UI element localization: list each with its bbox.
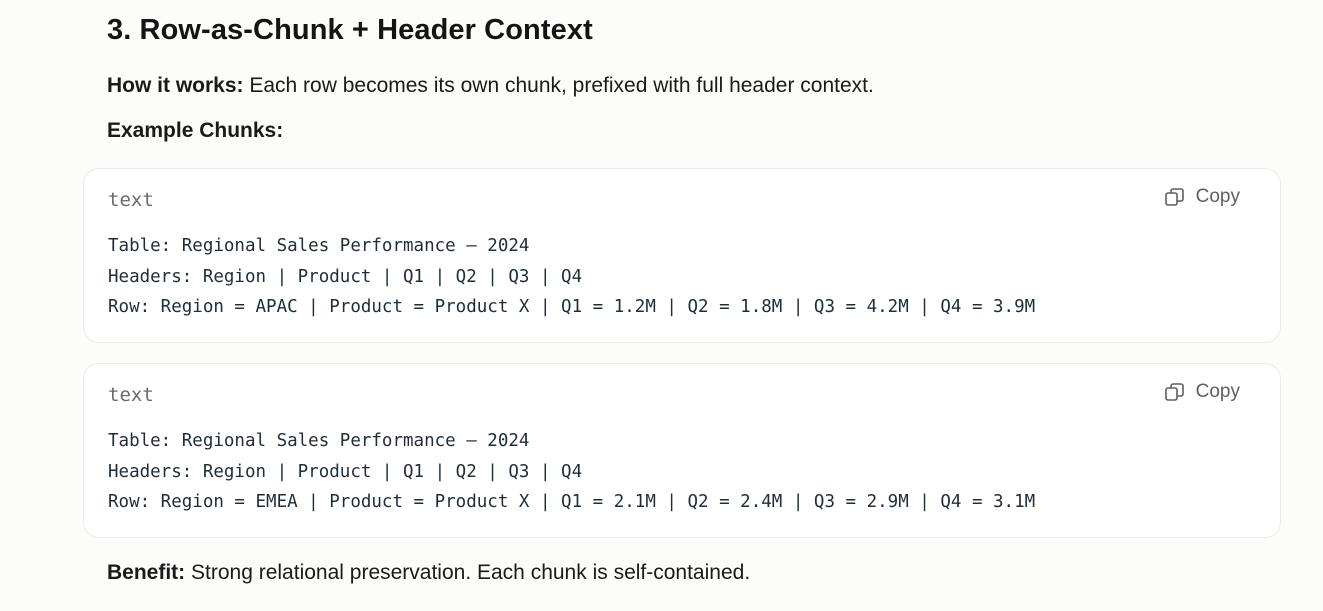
code-language-label: text [108,189,154,211]
code-content: Table: Regional Sales Performance – 2024… [108,231,1035,323]
how-it-works-paragraph: How it works: Each row becomes its own c… [107,72,874,100]
copy-button[interactable]: Copy [1164,381,1240,403]
code-content: Table: Regional Sales Performance – 2024… [108,426,1035,518]
copy-icon [1164,186,1186,208]
code-line: Row: Region = APAC | Product = Product X… [108,297,1036,317]
example-chunks-label: Example Chunks: [107,119,284,142]
benefit-label: Benefit: [107,561,186,584]
code-line: Headers: Region | Product | Q1 | Q2 | Q3… [108,266,583,287]
code-line: Table: Regional Sales Performance – 2024 [108,431,530,451]
code-line: Headers: Region | Product | Q1 | Q2 | Q3… [108,461,583,482]
code-line: Row: Region = EMEA | Product = Product X… [108,492,1036,512]
example-chunks-heading: Example Chunks: [107,117,283,145]
section-heading: 3. Row-as-Chunk + Header Context [107,14,593,46]
code-language-label: text [108,384,154,406]
how-it-works-text: Each row becomes its own chunk, prefixed… [243,74,874,97]
benefit-text: Strong relational preservation. Each chu… [185,561,751,584]
code-block: text Copy Table: Regional Sales Performa… [83,168,1281,343]
copy-icon [1164,381,1186,403]
benefit-paragraph: Benefit: Strong relational preservation.… [107,559,750,587]
copy-label: Copy [1195,381,1240,402]
code-block: text Copy Table: Regional Sales Performa… [83,363,1281,538]
copy-button[interactable]: Copy [1164,186,1240,208]
how-it-works-label: How it works: [107,74,244,97]
code-line: Table: Regional Sales Performance – 2024 [108,236,530,256]
copy-label: Copy [1195,186,1240,207]
